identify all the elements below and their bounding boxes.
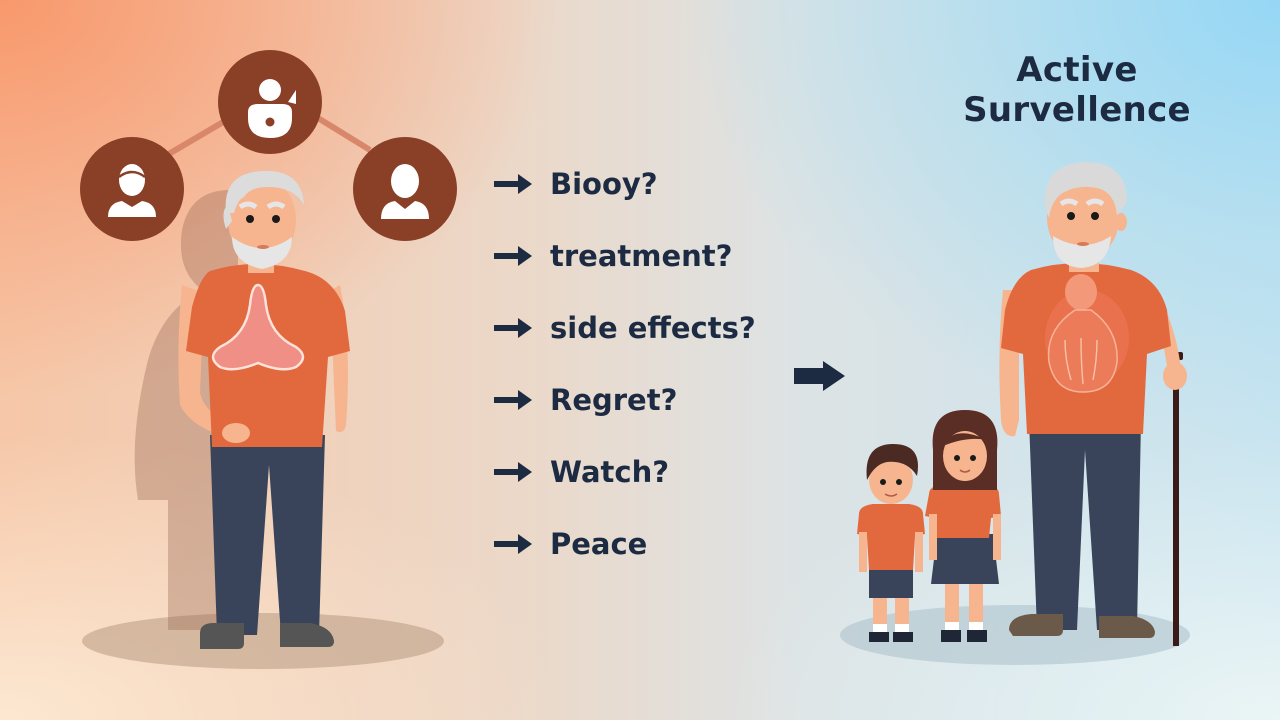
list-item: Regret? bbox=[494, 364, 756, 436]
question-label: Peace bbox=[550, 527, 648, 561]
arrow-right-icon bbox=[494, 317, 534, 339]
title-line-2: Survellence bbox=[963, 90, 1191, 130]
doctor-icon bbox=[218, 50, 322, 154]
arrow-right-icon bbox=[494, 533, 534, 555]
female-person-icon bbox=[80, 137, 184, 241]
arrow-right-icon bbox=[494, 245, 534, 267]
girl-illustration bbox=[925, 410, 1001, 642]
arrow-right-icon bbox=[494, 461, 534, 483]
list-item: treatment? bbox=[494, 220, 756, 292]
arrow-right-icon bbox=[494, 173, 534, 195]
man-with-cane-illustration bbox=[999, 162, 1187, 646]
male-person-icon bbox=[353, 137, 457, 241]
question-label: Watch? bbox=[550, 455, 670, 489]
list-item: Peace bbox=[494, 508, 756, 580]
question-list: Biooy? treatment? side effects? Regret? … bbox=[494, 148, 756, 580]
list-item: Watch? bbox=[494, 436, 756, 508]
worried-man-illustration bbox=[178, 170, 350, 649]
arrow-right-thick-icon bbox=[794, 361, 845, 391]
question-label: Biooy? bbox=[550, 167, 658, 201]
list-item: side effects? bbox=[494, 292, 756, 364]
page-title: Active Survellence bbox=[932, 50, 1222, 130]
arrow-right-icon bbox=[494, 389, 534, 411]
list-item: Biooy? bbox=[494, 148, 756, 220]
question-label: Regret? bbox=[550, 383, 678, 417]
question-label: treatment? bbox=[550, 239, 733, 273]
title-line-1: Active bbox=[1016, 50, 1138, 90]
boy-illustration bbox=[857, 444, 925, 642]
question-label: side effects? bbox=[550, 311, 756, 345]
floor-shadow bbox=[82, 613, 444, 669]
